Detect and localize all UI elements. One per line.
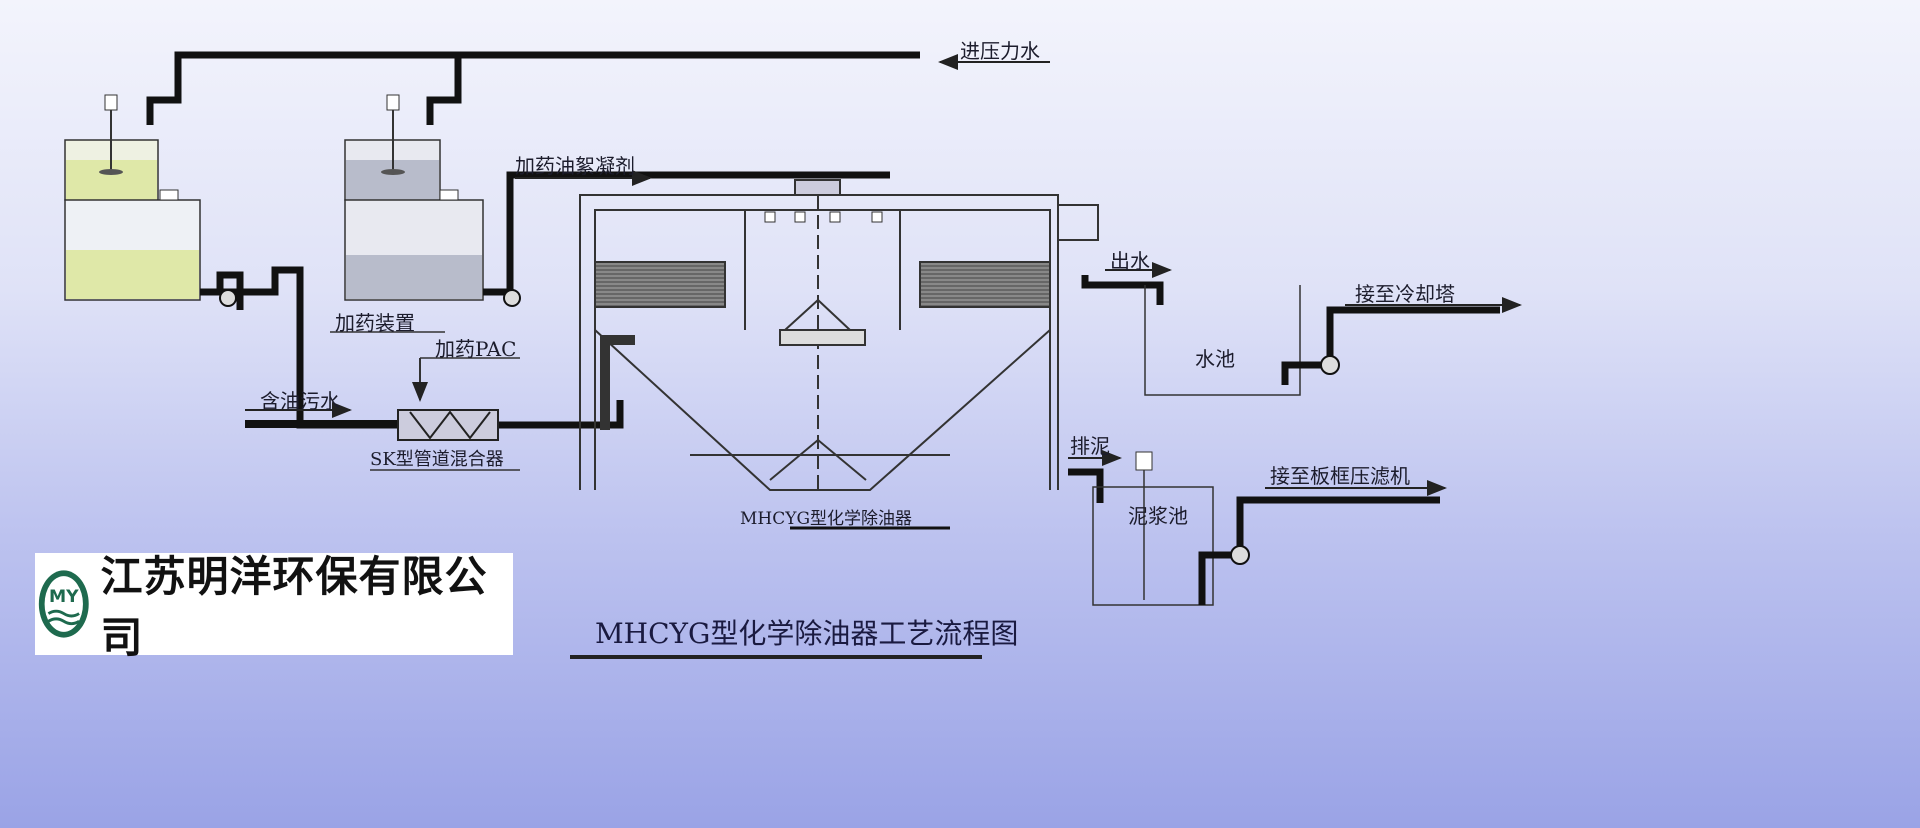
label-outlet: 出水 [1110, 249, 1150, 273]
label-sludge-discharge: 排泥 [1070, 434, 1110, 458]
dosing-tank-2 [344, 94, 484, 301]
label-sludge-pool: 泥浆池 [1128, 504, 1188, 528]
pressure-water-pipe [146, 51, 920, 125]
label-pressure-water: 进压力水 [960, 39, 1040, 63]
company-logo: MY 江苏明洋环保有限公司 [35, 552, 513, 662]
sludge-pool [1092, 486, 1214, 606]
square-ports [764, 211, 883, 223]
label-water-pool: 水池 [1195, 347, 1235, 371]
pump-icon [219, 289, 237, 307]
label-filter-press: 接至板框压滤机 [1270, 464, 1410, 488]
sk-mixer [397, 409, 499, 441]
logo-mark-icon: MY [38, 570, 89, 638]
label-flocculant: 加药油絮凝剂 [515, 154, 635, 178]
label-separator: MHCYG型化学除油器 [740, 509, 913, 529]
dosing-tank-1 [64, 94, 201, 301]
pump-icon [503, 289, 521, 307]
label-cooling-tower: 接至冷却塔 [1355, 282, 1455, 306]
diagram-title: MHCYG型化学除油器工艺流程图 [595, 617, 1019, 650]
svg-text:MY: MY [49, 587, 79, 607]
label-pac: 加药PAC [435, 337, 517, 361]
water-pool [1144, 285, 1301, 396]
label-dosing-device: 加药装置 [335, 311, 415, 335]
pump-icon [1320, 355, 1340, 375]
label-sk-mixer: SK型管道混合器 [370, 449, 504, 470]
pump-icon [1230, 545, 1250, 565]
oil-separator [579, 179, 1099, 530]
company-name: 江苏明洋环保有限公司 [100, 552, 488, 662]
label-oily-wastewater: 含油污水 [260, 389, 340, 413]
